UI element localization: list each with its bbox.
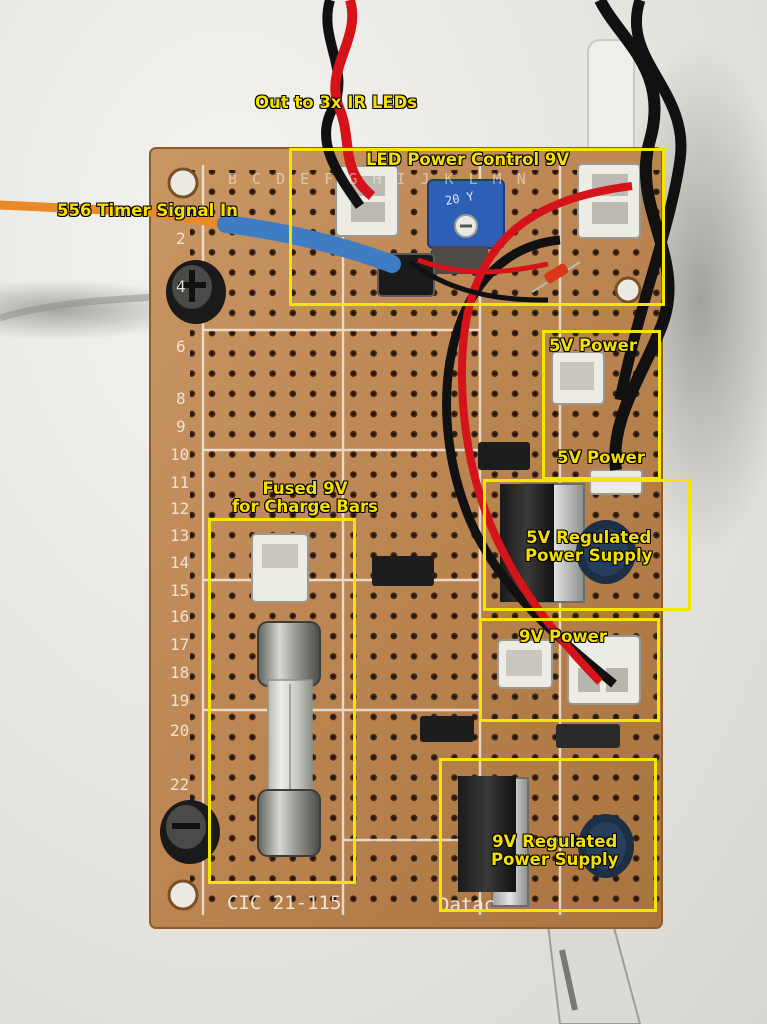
label-regulated-9v: 9V Regulated Power Supply [491, 833, 618, 869]
mount-hole [167, 879, 199, 911]
black-wire-top [320, 0, 365, 209]
svg-text:9: 9 [176, 417, 186, 436]
red-loop-wire [457, 182, 633, 685]
label-fused-9v-line2: for Charge Bars [232, 497, 378, 516]
round-connector-top [166, 260, 226, 324]
svg-text:10: 10 [170, 445, 189, 464]
label-fused-9v-line1: Fused 9V [262, 479, 348, 498]
svg-text:20: 20 [170, 721, 189, 740]
capacitor-5v [576, 520, 636, 584]
regulator-9v [458, 776, 529, 907]
jumper-header [478, 442, 530, 470]
red-wire-top [330, 0, 376, 200]
svg-text:20 Y: 20 Y [444, 189, 476, 208]
power-9v-connector [497, 639, 553, 689]
black-wire-right-2 [614, 0, 687, 402]
black-wire-right [594, 0, 675, 471]
regulated-5v-box [483, 479, 691, 611]
label-led-power-control: LED Power Control 9V [366, 150, 570, 169]
board-part-number: CIC 21-115 [227, 892, 342, 914]
power-9v-box [479, 618, 660, 722]
led-power-control-box [289, 148, 665, 306]
label-regulated-5v-line2: Power Supply [525, 546, 653, 565]
mount-hole [167, 167, 199, 199]
blue-sleeve [217, 215, 401, 273]
label-power-9v: 9V Power [519, 627, 607, 646]
label-power-5v-lower: 5V Power [557, 448, 645, 467]
capacitor-9v [578, 814, 634, 878]
svg-text:17: 17 [170, 635, 189, 654]
label-regulated-9v-line1: 9V Regulated [492, 832, 618, 851]
label-power-5v-top: 5V Power [549, 336, 637, 355]
red-jumper-wire [417, 257, 549, 275]
svg-text:11: 11 [170, 473, 189, 492]
gray-cable [546, 918, 642, 1024]
pin-header [556, 724, 620, 748]
svg-text:15: 15 [170, 581, 189, 600]
jumper-header [420, 716, 474, 742]
svg-text:13: 13 [170, 526, 189, 545]
fuse-connector [251, 533, 309, 603]
svg-text:8: 8 [176, 389, 186, 408]
label-timer-signal: 556 Timer Signal In [57, 201, 238, 220]
svg-text:22: 22 [170, 775, 189, 794]
power-5v-connector [551, 351, 605, 405]
regulated-9v-box [439, 758, 657, 912]
svg-text:18: 18 [170, 663, 189, 682]
label-regulated-9v-line2: Power Supply [491, 850, 619, 869]
fused-9v-box [208, 518, 356, 884]
diode [531, 261, 581, 293]
glass-fuse [257, 621, 321, 857]
svg-text:14: 14 [170, 553, 189, 572]
round-connector-bottom [160, 800, 220, 864]
svg-text:4: 4 [176, 277, 186, 296]
svg-text:16: 16 [170, 607, 189, 626]
svg-text:19: 19 [170, 691, 189, 710]
row-number-print: 2 4 6 8 9 10 11 12 13 14 15 16 17 18 19 … [170, 229, 189, 794]
svg-text:2: 2 [176, 229, 186, 248]
led-power-connector [577, 163, 641, 239]
black-jumper-wire [408, 260, 549, 303]
board-column-letters: B C D E F G H I J K L M N [228, 170, 529, 188]
label-regulated-5v: 5V Regulated Power Supply [525, 529, 652, 565]
svg-text:6: 6 [176, 337, 186, 356]
mount-hole [614, 276, 642, 304]
label-fused-9v: Fused 9V for Charge Bars [232, 480, 378, 516]
label-regulated-5v-line1: 5V Regulated [526, 528, 652, 547]
label-out-ir-leds: Out to 3x IR LEDs [255, 93, 418, 112]
jumper-header [372, 556, 434, 586]
gray-cable-marking [559, 949, 578, 1011]
orange-signal-wire [0, 200, 235, 230]
svg-text:12: 12 [170, 499, 189, 518]
power-5v-box [542, 330, 661, 480]
